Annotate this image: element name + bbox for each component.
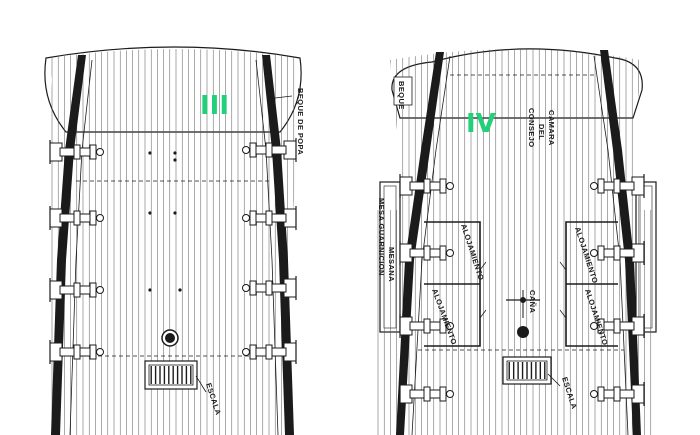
label-mesana: MESANA (387, 247, 396, 282)
label-camara: CAMARA (547, 110, 556, 146)
cannon-left-starboard-1 (242, 138, 297, 162)
bulwark-starboard-left (262, 55, 294, 435)
hatch-ladder-right (502, 356, 552, 385)
label-mesa-guarnicion: MESA GUARNICION (377, 198, 386, 276)
cannon-left-port-4 (49, 340, 104, 364)
cannon-left-starboard-4 (242, 340, 297, 364)
cannon-right-starboard-1 (590, 174, 645, 198)
label-alojamiento-port-lower: ALOJAMIENTO (430, 288, 459, 346)
hatch-ladder-left (144, 360, 198, 390)
label-del: DEL (537, 124, 546, 140)
label-cana: CAÑA (528, 290, 537, 313)
cannon-right-starboard-3 (590, 314, 645, 338)
cannon-left-port-1 (49, 140, 104, 164)
cannon-right-port-2 (399, 241, 454, 265)
cannon-left-port-2 (49, 206, 104, 230)
label-beque-de-popa: BEQUE DE POPA (296, 88, 305, 155)
label-box-beque (393, 76, 413, 106)
cannon-right-port-1 (399, 174, 454, 198)
deck-number-III: III (200, 91, 229, 121)
cannon-left-starboard-3 (242, 276, 297, 300)
cannon-left-port-3 (49, 278, 104, 302)
cannon-group-right (399, 174, 645, 406)
deck-plan-left: BEQUE DE POPA ESCALA III (44, 46, 305, 435)
label-alojamiento-starboard-lower: ALOJAMIENTO (583, 288, 610, 347)
bulwark-starboard-right (600, 50, 641, 435)
cannon-right-starboard-4 (590, 382, 645, 406)
cannon-right-starboard-2 (590, 241, 645, 265)
mast-hole-right (517, 326, 529, 338)
label-consejo: CONSEJO (527, 108, 536, 147)
deck-number-IV: IV (466, 109, 496, 139)
cabin-walls (424, 221, 618, 347)
tiller (506, 290, 540, 318)
bulwark-port-right (396, 52, 444, 435)
cannon-right-port-4 (399, 382, 454, 406)
cannon-left-starboard-2 (242, 206, 297, 230)
cannon-group-left (49, 138, 297, 364)
bulwark-port-left (51, 55, 86, 435)
label-beque: BEQUE (397, 81, 406, 110)
stern-transom-left (44, 46, 302, 133)
cannon-right-port-3 (399, 314, 454, 338)
label-alojamiento-port-upper: ALOJAMIENTO (459, 223, 486, 282)
deck-plan-right: BEQUE CAMARA DEL CONSEJO MESA GUARNICION… (377, 48, 657, 435)
